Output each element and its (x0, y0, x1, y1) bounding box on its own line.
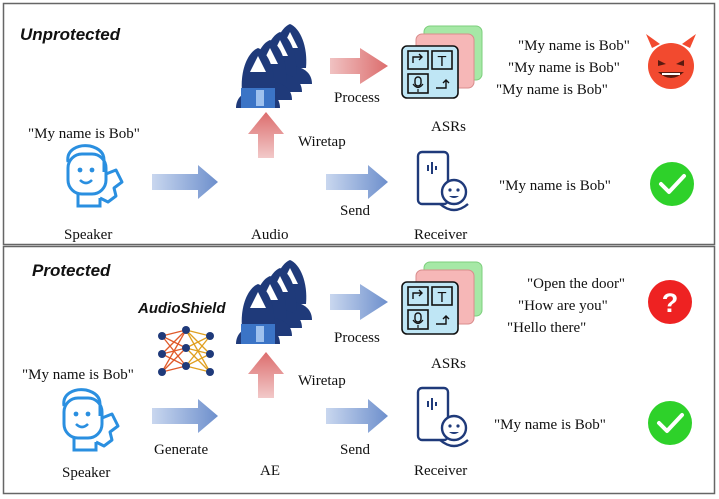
flow-arrow-to-audio (152, 165, 218, 199)
asrs-label: ASRs (431, 356, 466, 372)
process-label: Process (334, 90, 380, 106)
panel-protected (2, 245, 716, 495)
check-icon (650, 162, 694, 206)
wiretap-arrow (248, 112, 284, 158)
asrs-icon (401, 25, 483, 99)
send-label: Send (340, 203, 371, 219)
audio-label: Audio (251, 227, 289, 243)
wiretap-arrow (248, 352, 284, 398)
asr-output-2: "My name is Bob" (508, 60, 620, 76)
speaker-quote: "My name is Bob" (22, 367, 134, 383)
svg-text:?: ? (662, 288, 679, 318)
audio-waveform-icon (236, 160, 303, 204)
receiver-icon (416, 150, 470, 212)
generate-label: Generate (154, 442, 208, 458)
speaker-label: Speaker (64, 227, 112, 243)
speaker-label: Speaker (62, 465, 110, 481)
panel-unprotected (2, 2, 716, 246)
send-arrow (326, 165, 388, 199)
ae-label: AE (260, 463, 280, 479)
process-label: Process (334, 330, 380, 346)
attacker-group-icon (236, 24, 312, 108)
asrs-label: ASRs (431, 119, 466, 135)
receiver-label: Receiver (414, 463, 467, 479)
attacker-group-icon (236, 260, 312, 344)
asr-output-3: "Hello there" (507, 320, 586, 336)
speaker-quote: "My name is Bob" (28, 126, 140, 142)
neural-network-icon (158, 326, 214, 376)
speaker-icon (62, 388, 120, 452)
devil-face-icon (646, 34, 696, 89)
asr-output-2: "How are you" (518, 298, 608, 314)
receiver-output: "My name is Bob" (499, 178, 611, 194)
check-icon (648, 401, 692, 445)
process-arrow (330, 48, 388, 84)
audioshield-label: AudioShield (137, 300, 226, 317)
wiretap-label: Wiretap (298, 373, 346, 389)
panel-title: Unprotected (20, 25, 121, 44)
receiver-output: "My name is Bob" (494, 417, 606, 433)
asrs-icon (401, 261, 483, 335)
receiver-icon (416, 386, 470, 448)
asr-output-3: "My name is Bob" (496, 82, 608, 98)
ae-waveform-icon (236, 396, 303, 440)
panel-title: Protected (32, 261, 111, 280)
speaker-icon (66, 144, 124, 208)
generate-arrow (152, 399, 218, 433)
question-mark-icon: ? (648, 280, 692, 324)
send-label: Send (340, 442, 371, 458)
process-arrow (330, 284, 388, 320)
send-arrow (326, 399, 388, 433)
asr-output-1: "Open the door" (527, 276, 625, 292)
wiretap-label: Wiretap (298, 134, 346, 150)
receiver-label: Receiver (414, 227, 467, 243)
asr-output-1: "My name is Bob" (518, 38, 630, 54)
